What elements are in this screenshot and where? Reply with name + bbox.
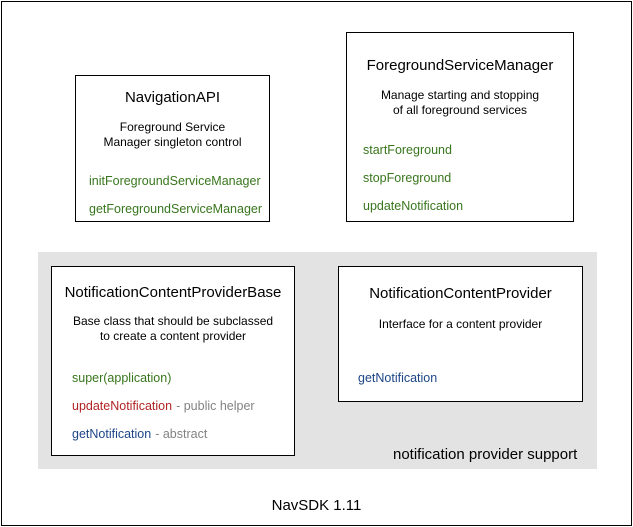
- group-label: notification provider support: [393, 446, 578, 463]
- method-name: getNotification: [72, 427, 152, 441]
- method-name: super(application): [72, 371, 172, 385]
- description-line: Foreground Service: [119, 120, 226, 134]
- description-line: Interface for a content provider: [378, 317, 543, 331]
- method-row: getNotification: [358, 371, 582, 386]
- method-annotation: - public helper: [176, 399, 255, 413]
- class-description: Foreground Service Manager singleton con…: [76, 120, 269, 150]
- method-name: getNotification: [358, 371, 438, 385]
- method-name: stopForeground: [363, 171, 452, 185]
- method-row: super(application): [72, 371, 294, 386]
- method-row: stopForeground: [363, 171, 573, 186]
- description-line: of all foreground services: [392, 103, 528, 117]
- class-description: Base class that should be subclassed to …: [52, 314, 294, 344]
- method-row: updateNotification: [363, 199, 573, 214]
- method-name: initForegroundServiceManager: [89, 174, 261, 188]
- method-annotation: - abstract: [155, 427, 208, 441]
- method-row: initForegroundServiceManager: [89, 174, 269, 189]
- description-line: Base class that should be subclassed: [72, 314, 274, 328]
- class-box-notificationcontentprovider: NotificationContentProvider Interface fo…: [338, 266, 583, 402]
- class-box-notificationcontentproviderbase: NotificationContentProviderBase Base cla…: [51, 266, 295, 456]
- method-name: getForegroundServiceManager: [89, 202, 263, 216]
- description-line: to create a content provider: [99, 329, 247, 343]
- class-description: Interface for a content provider: [339, 317, 582, 332]
- class-description: Manage starting and stopping of all fore…: [347, 88, 573, 118]
- description-line: Manager singleton control: [103, 135, 242, 149]
- method-name: startForeground: [363, 143, 452, 157]
- method-list: initForegroundServiceManager getForegrou…: [76, 174, 269, 217]
- class-box-foregroundservicemanager: ForegroundServiceManager Manage starting…: [346, 32, 574, 222]
- method-row: updateNotification- public helper: [72, 399, 294, 414]
- class-title: NotificationContentProvider: [369, 285, 552, 302]
- class-title: NavigationAPI: [124, 89, 221, 106]
- method-list: startForeground stopForeground updateNot…: [347, 143, 573, 214]
- method-list: getNotification: [339, 371, 582, 386]
- method-row: startForeground: [363, 143, 573, 158]
- method-name: updateNotification: [72, 399, 173, 413]
- method-row: getForegroundServiceManager: [89, 202, 269, 217]
- description-line: Manage starting and stopping: [380, 88, 540, 102]
- diagram-title: NavSDK 1.11: [271, 497, 362, 514]
- method-list: super(application) updateNotification- p…: [52, 371, 294, 442]
- method-name: updateNotification: [363, 199, 464, 213]
- method-row: getNotification- abstract: [72, 427, 294, 442]
- class-box-navigationapi: NavigationAPI Foreground Service Manager…: [75, 75, 270, 222]
- class-title: ForegroundServiceManager: [366, 57, 554, 74]
- class-title: NotificationContentProviderBase: [64, 284, 282, 301]
